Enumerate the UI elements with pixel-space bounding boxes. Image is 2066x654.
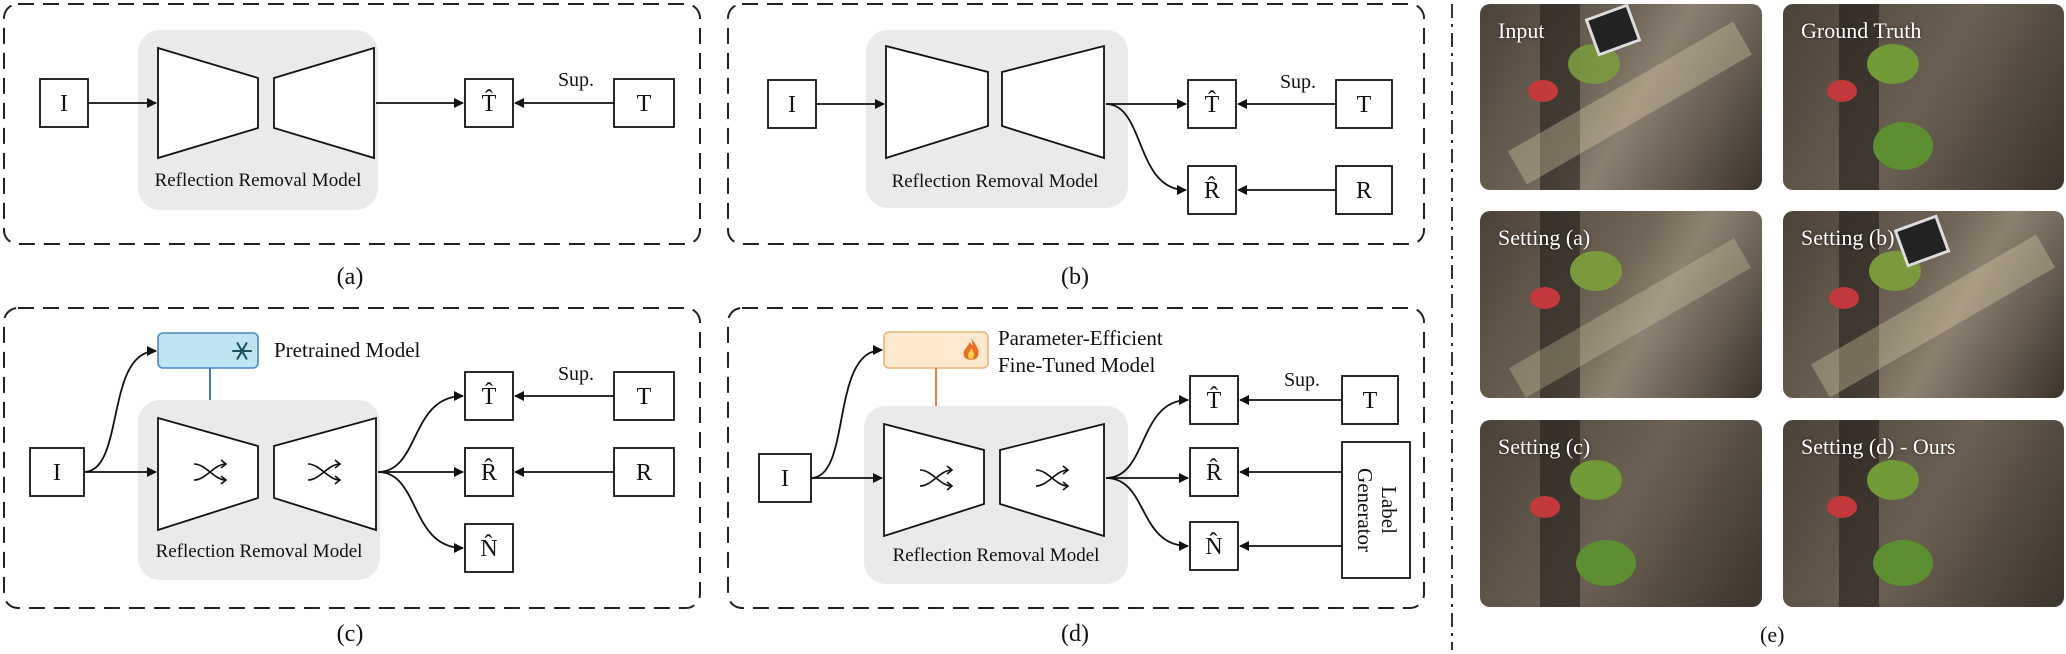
snowflake-icon [232, 342, 252, 360]
output-label: N̂ [480, 534, 497, 562]
supervision-label: Sup. [1284, 369, 1320, 391]
shuffle-icon [193, 459, 228, 485]
output-label: N̂ [1205, 532, 1222, 560]
supervision-label: Sup. [558, 363, 594, 385]
output-box [1189, 447, 1239, 497]
panel-caption: (d) [1061, 621, 1089, 647]
label-generator-line2: Generator [1353, 468, 1377, 552]
arrow [377, 471, 464, 553]
result-image-setting-a: Setting (a) [1480, 211, 1762, 398]
panel-b: Reflection Removal Model I T̂ R̂ T R Sup… [727, 3, 1425, 290]
result-image-setting-c: Setting (c) [1480, 420, 1762, 607]
result-image-input: Input [1480, 4, 1762, 190]
fine-tuned-model-label-line2: Fine-Tuned Model [998, 353, 1155, 377]
shuffle-icon [307, 459, 342, 485]
target-label: T [1363, 388, 1378, 414]
panel-caption: (a) [337, 264, 364, 290]
input-box [29, 447, 85, 497]
target-box [613, 371, 675, 421]
decoder-shape [273, 46, 375, 160]
decoder-shape [1001, 44, 1105, 160]
arrow [83, 346, 157, 473]
pretrained-model-label: Pretrained Model [274, 338, 421, 362]
result-image-ground-truth: Ground Truth [1783, 4, 2064, 190]
supervision-label: Sup. [558, 69, 594, 91]
input-label: I [53, 460, 61, 486]
image-label: Setting (b) [1801, 225, 1895, 250]
output-box [464, 371, 514, 421]
target-label: R [636, 460, 652, 486]
output-label: T̂ [482, 382, 497, 410]
output-label: T̂ [482, 89, 497, 117]
panel-caption: (e) [1760, 622, 1785, 647]
model-label: Reflection Removal Model [892, 171, 1099, 192]
panel-b-frame [727, 3, 1425, 245]
output-box [1189, 521, 1239, 571]
image-label: Setting (c) [1498, 434, 1591, 459]
arrow [1105, 103, 1187, 195]
model-label: Reflection Removal Model [155, 170, 362, 191]
shuffle-icon [919, 465, 954, 491]
model-label: Reflection Removal Model [893, 545, 1100, 566]
arrow [1105, 477, 1189, 551]
model-label: Reflection Removal Model [156, 541, 363, 562]
output-label: T̂ [1207, 386, 1222, 414]
output-box [464, 523, 514, 573]
fire-icon [963, 338, 979, 360]
arrow [810, 345, 883, 479]
image-label: Input [1498, 18, 1545, 43]
output-box [1187, 165, 1237, 215]
output-box [1189, 375, 1239, 425]
target-box [1335, 165, 1393, 215]
output-label: R̂ [1204, 176, 1220, 204]
target-box [1341, 375, 1399, 425]
output-label: R̂ [481, 458, 497, 486]
panel-c: Pretrained Model Reflection Removal Mode… [3, 307, 701, 647]
target-label: T [637, 384, 652, 410]
target-box [613, 447, 675, 497]
pretrained-model-box [157, 332, 259, 369]
output-box [464, 78, 514, 128]
decoder-shape [273, 416, 377, 532]
output-box [1187, 79, 1237, 129]
arrow [1105, 395, 1189, 479]
input-box [767, 79, 817, 129]
panel-a: Reflection Removal Model I T̂ T Sup. (a) [3, 3, 701, 290]
encoder-shape [157, 46, 259, 160]
result-image-setting-b: Setting (b) [1783, 211, 2064, 398]
output-label: R̂ [1206, 458, 1222, 486]
input-box [758, 453, 812, 503]
panel-caption: (b) [1061, 264, 1089, 290]
output-label: T̂ [1205, 90, 1220, 118]
target-label: T [1357, 92, 1372, 118]
result-image-setting-d-ours: Setting (d) - Ours [1783, 420, 2064, 607]
input-label: I [60, 91, 68, 117]
image-label: Setting (a) [1498, 225, 1591, 250]
input-label: I [781, 466, 789, 492]
decoder-shape [999, 422, 1105, 538]
target-box [613, 78, 675, 128]
panel-d: Parameter-Efficient Fine-Tuned Model Ref… [727, 307, 1425, 647]
arrow [377, 391, 464, 473]
output-box [464, 447, 514, 497]
panel-d-frame [727, 307, 1425, 609]
image-label: Ground Truth [1801, 18, 1922, 43]
input-label: I [788, 92, 796, 118]
panel-a-frame [3, 3, 701, 245]
shuffle-icon [1035, 465, 1070, 491]
panel-c-frame [3, 307, 701, 609]
supervision-label: Sup. [1280, 71, 1316, 93]
encoder-shape [885, 44, 989, 160]
image-label: Setting (d) - Ours [1801, 434, 1956, 459]
target-label: R [1356, 178, 1372, 204]
label-generator-line1: Label [1377, 486, 1401, 534]
fine-tuned-model-label-line1: Parameter-Efficient [998, 326, 1163, 350]
target-box [1335, 79, 1393, 129]
target-label: T [637, 91, 652, 117]
label-generator-box [1341, 441, 1411, 579]
panel-caption: (c) [337, 621, 364, 647]
